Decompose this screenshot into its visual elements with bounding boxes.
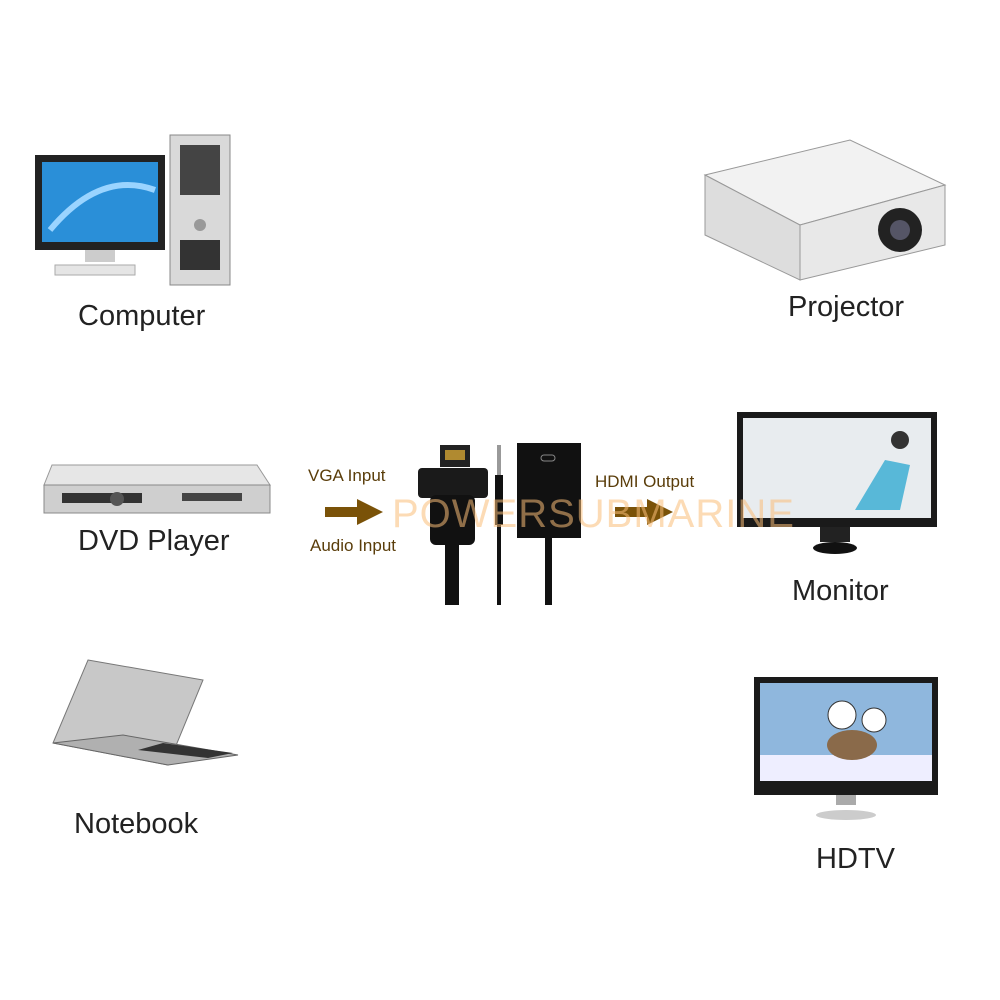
hdtv-label: HDTV <box>816 843 895 875</box>
watermark: POWERSUBMARINE <box>392 492 795 536</box>
dvd-player-label: DVD Player <box>78 525 230 557</box>
vga-to-hdmi-adapter-icon <box>418 443 581 605</box>
computer-icon <box>35 134 231 286</box>
monitor-label: Monitor <box>792 575 889 607</box>
hdmi-output-label: HDMI Output <box>595 472 695 491</box>
hdtv-icon <box>754 677 938 820</box>
projector-icon <box>703 139 947 281</box>
input-arrow-icon <box>325 499 383 525</box>
projector-label: Projector <box>788 291 905 323</box>
monitor-icon <box>737 412 937 554</box>
dvd-player-icon <box>43 464 271 514</box>
audio-input-label: Audio Input <box>310 536 397 555</box>
output-arrow-icon <box>615 499 673 525</box>
computer-label: Computer <box>78 300 206 332</box>
vga-input-label: VGA Input <box>308 466 386 485</box>
notebook-label: Notebook <box>74 808 199 840</box>
notebook-icon <box>52 659 239 766</box>
